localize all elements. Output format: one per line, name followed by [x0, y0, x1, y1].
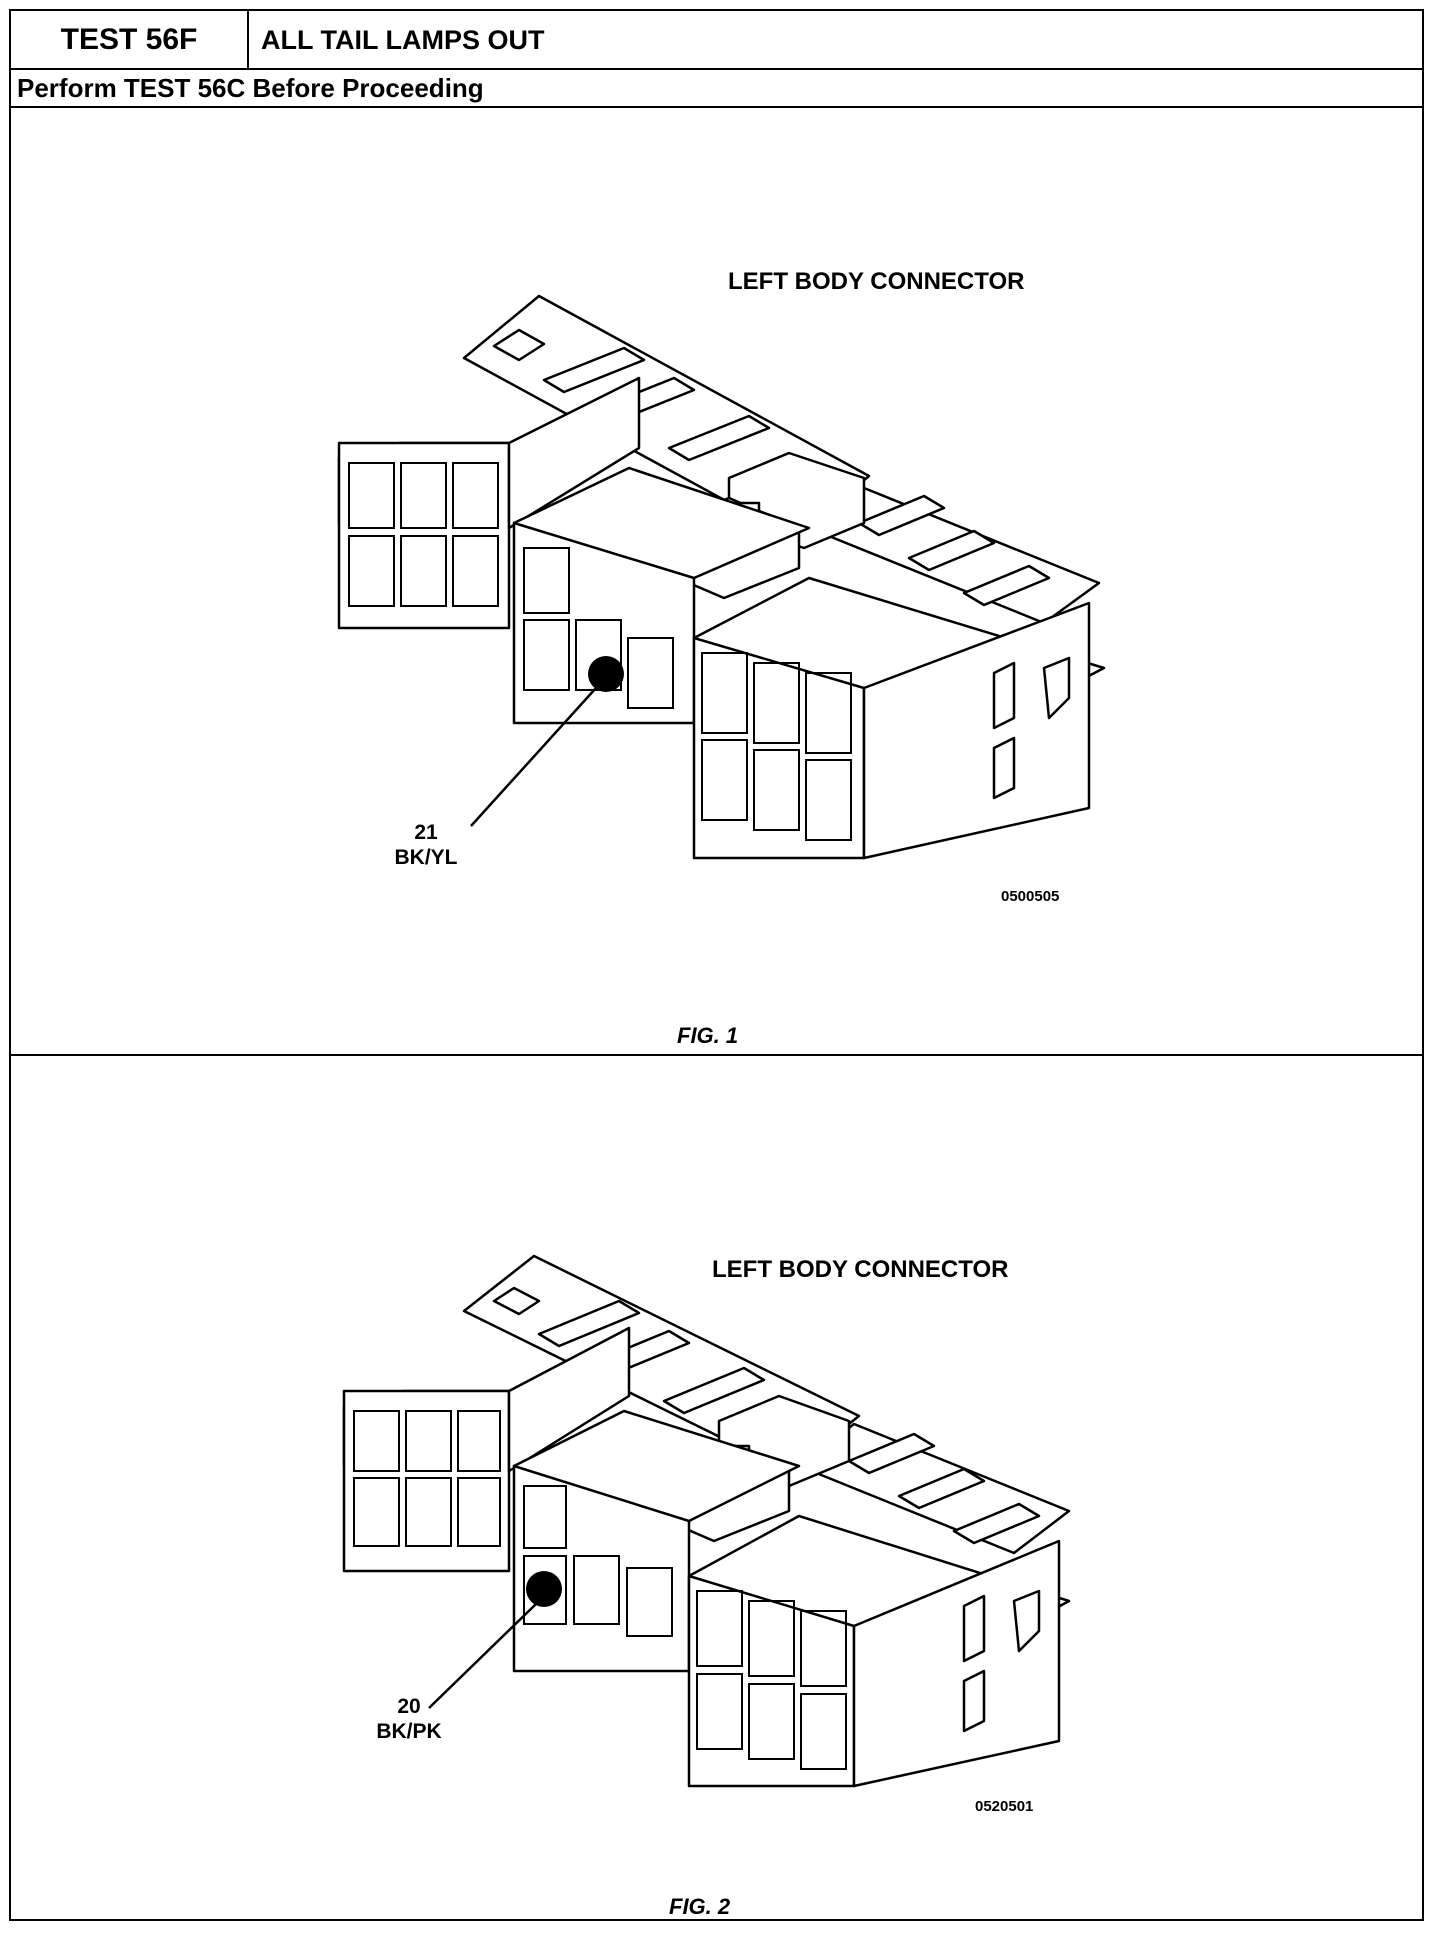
figure-divider — [9, 1054, 1424, 1056]
wire-color: BK/PK — [376, 1720, 442, 1743]
test-header: TEST 56F ALL TAIL LAMPS OUT — [9, 9, 1424, 69]
figure-caption: FIG. 1 — [677, 1023, 739, 1048]
pin-callout: 21 BK/YL — [381, 820, 471, 870]
figure-1: LEFT BODY CONNECTOR 21 BK/YL 0500505 FIG… — [9, 108, 1424, 1054]
pin-number: 20 — [397, 1695, 421, 1718]
image-code: 0500505 — [1001, 888, 1060, 905]
test-id: TEST 56F — [11, 11, 249, 69]
connector-drawing-1 — [337, 294, 1106, 860]
figure-caption: FIG. 2 — [669, 1894, 731, 1919]
pin-leader-1 — [470, 687, 597, 827]
pin-leader-2 — [428, 1603, 537, 1709]
wire-color: BK/YL — [394, 846, 458, 869]
pin-number: 21 — [414, 821, 438, 844]
test-title: ALL TAIL LAMPS OUT — [261, 24, 545, 55]
figure-2: LEFT BODY CONNECTOR 20 BK/PK 0520501 FIG… — [9, 1056, 1424, 1921]
pin-marker-2 — [526, 1571, 562, 1607]
test-subtitle: Perform TEST 56C Before Proceeding — [9, 68, 1424, 108]
pin-marker-1 — [588, 656, 624, 692]
pin-callout: 20 BK/PK — [364, 1694, 454, 1744]
connector-drawing-2 — [342, 1254, 1071, 1788]
image-code: 0520501 — [975, 1798, 1034, 1815]
connector-label: LEFT BODY CONNECTOR — [728, 268, 1025, 295]
connector-label: LEFT BODY CONNECTOR — [712, 1256, 1009, 1283]
